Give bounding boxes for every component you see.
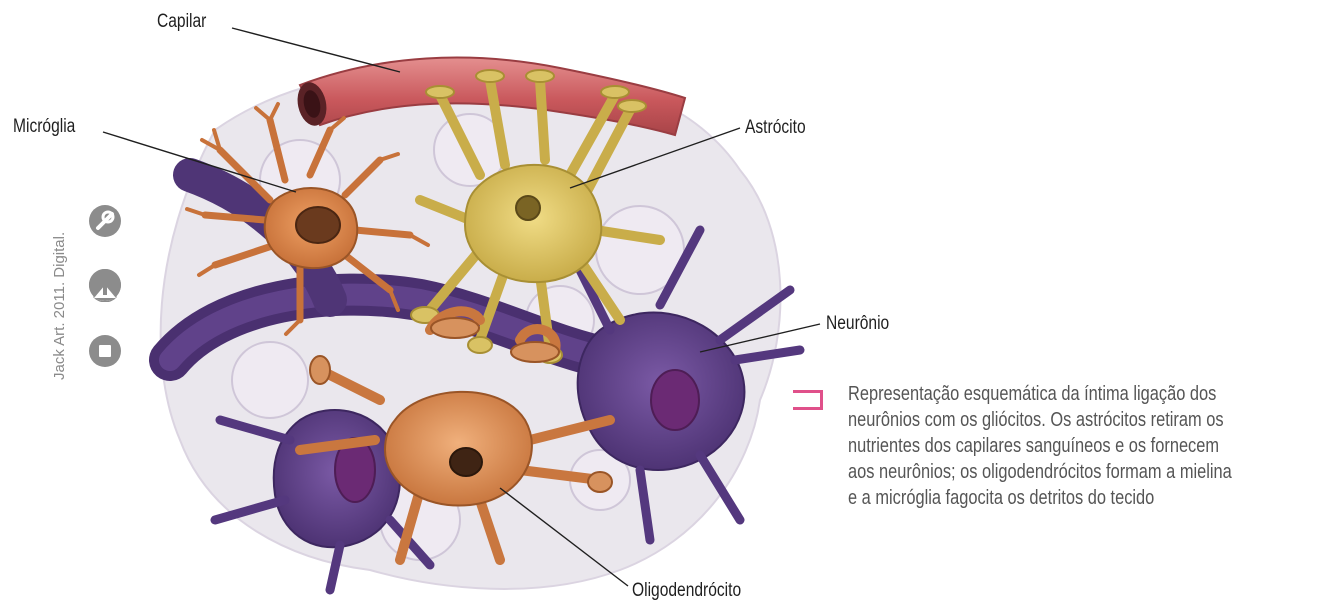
creative-commons-icon [88, 204, 122, 238]
leader-line-capilar [232, 28, 400, 72]
caption-line: neurônios com os gliócitos. Os astrócito… [848, 407, 1340, 433]
label-astrocito: Astrócito [745, 117, 806, 139]
caption-line: nutrientes dos capilares sanguíneos e os… [848, 433, 1340, 459]
label-microglia: Micróglia [13, 116, 75, 138]
image-credit: Jack Art. 2011. Digital. [51, 200, 68, 380]
caption: Representação esquemática da íntima liga… [848, 381, 1340, 511]
label-neuronio: Neurônio [826, 313, 889, 335]
caption-marker [793, 390, 823, 410]
caption-line: aos neurônios; os oligodendrócitos forma… [848, 459, 1340, 485]
caption-line: e a micróglia fagocita os detritos do te… [848, 485, 1340, 511]
noncommercial-icon [88, 334, 122, 368]
label-capilar: Capilar [157, 11, 206, 33]
label-oligodendrocito: Oligodendrócito [632, 580, 741, 602]
attribution-icon [88, 268, 122, 302]
caption-line: Representação esquemática da íntima liga… [848, 381, 1340, 407]
